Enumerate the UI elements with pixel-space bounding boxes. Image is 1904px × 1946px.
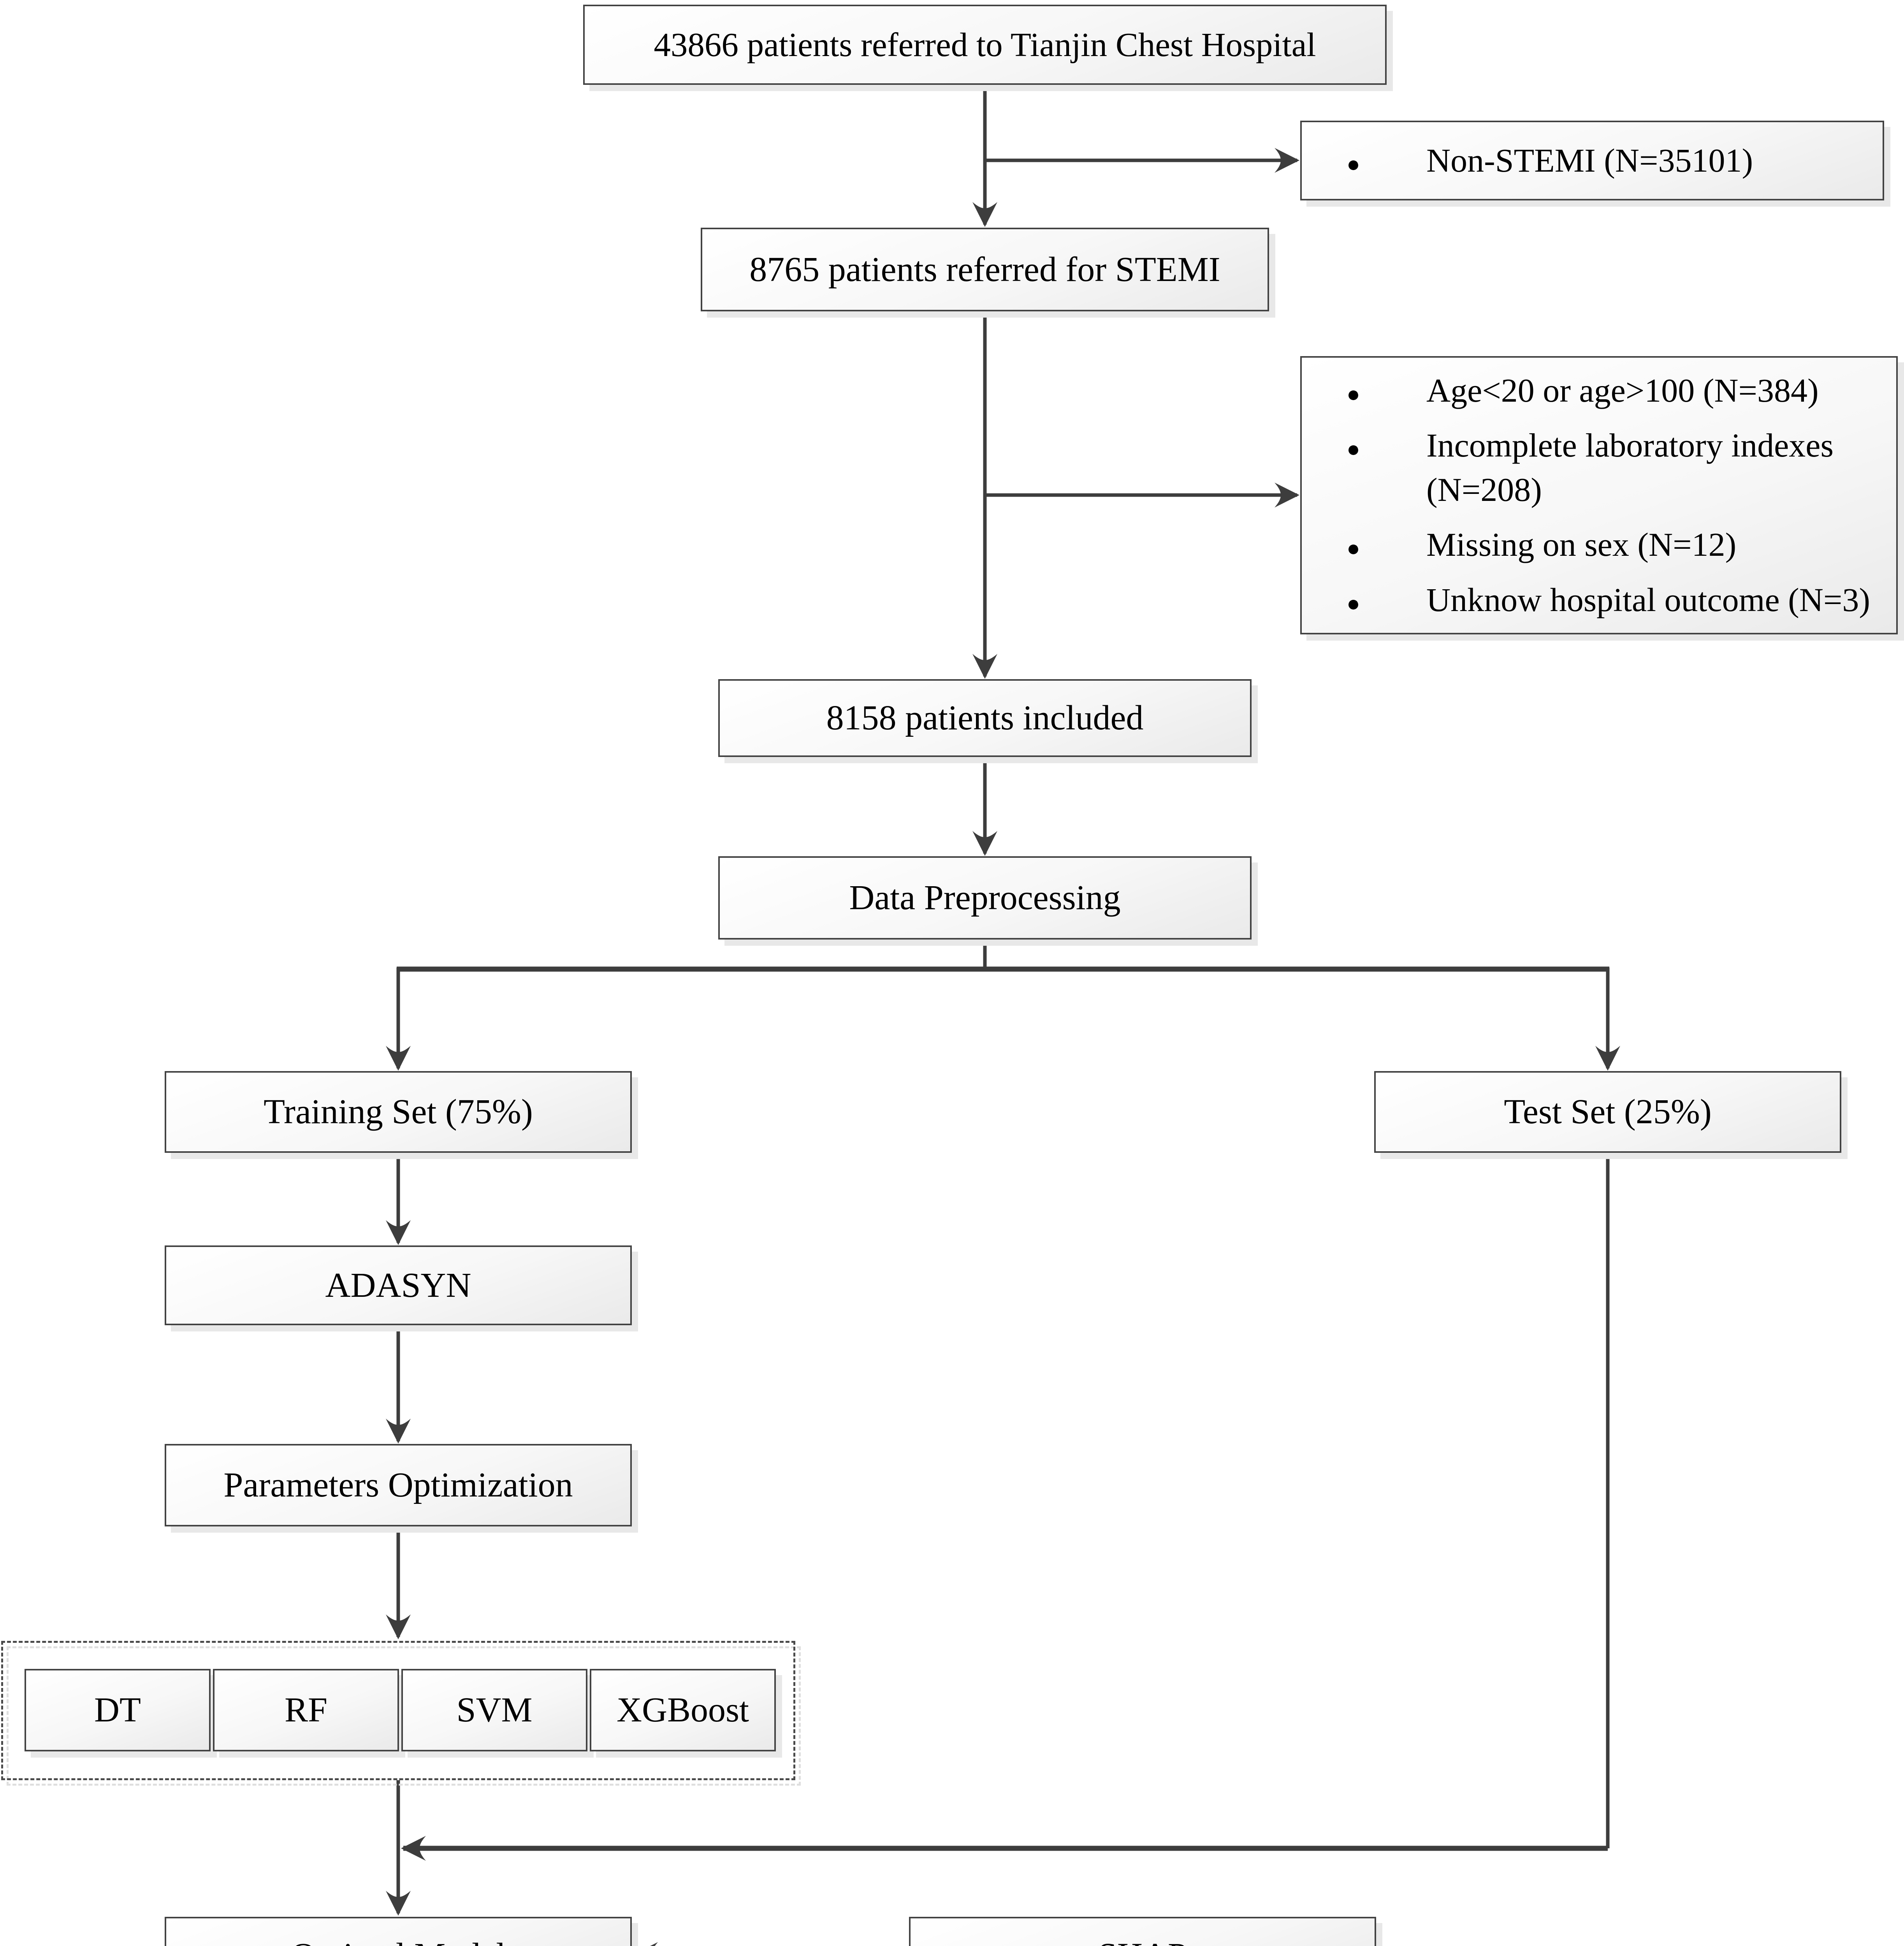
node-shap: SHAP	[909, 1917, 1376, 1946]
node-optimal-modal-label: Optimal Modal	[291, 1935, 506, 1946]
list-item-text: Missing on sex (N=12)	[1426, 526, 1737, 564]
list-item: ● Incomplete laboratory indexes (N=208)	[1347, 423, 1883, 512]
node-shap-label: SHAP	[1098, 1935, 1187, 1946]
bullet-icon: ●	[1347, 151, 1361, 177]
node-model-svm: SVM	[401, 1669, 587, 1751]
node-included: 8158 patients included	[718, 679, 1252, 757]
node-training-set: Training Set (75%)	[165, 1071, 632, 1153]
node-adasyn: ADASYN	[165, 1245, 632, 1325]
node-model-rf-label: RF	[284, 1691, 328, 1729]
edge-test-merge	[401, 1153, 1610, 1861]
list-item-text: Non-STEMI (N=35101)	[1426, 141, 1753, 179]
node-excluded: ● Age<20 or age>100 (N=384) ● Incomplete…	[1300, 356, 1898, 634]
list-item: ● Age<20 or age>100 (N=384)	[1347, 369, 1883, 413]
list-item: ● Unknow hospital outcome (N=3)	[1347, 578, 1883, 622]
node-preprocessing-label: Data Preprocessing	[849, 878, 1121, 917]
node-adasyn-label: ADASYN	[325, 1266, 471, 1305]
node-non-stemi: ● Non-STEMI (N=35101)	[1300, 121, 1884, 200]
list-item: ● Non-STEMI (N=35101)	[1347, 139, 1869, 183]
node-model-dt-label: DT	[94, 1691, 141, 1729]
bullet-icon: ●	[1347, 536, 1361, 561]
node-optimal-modal: Optimal Modal	[165, 1917, 632, 1946]
node-referred-label: 43866 patients referred to Tianjin Chest…	[654, 25, 1316, 63]
node-stemi-label: 8765 patients referred for STEMI	[749, 250, 1220, 289]
node-test-set: Test Set (25%)	[1374, 1071, 1841, 1153]
node-model-rf: RF	[213, 1669, 399, 1751]
node-parameters-optimization-label: Parameters Optimization	[223, 1466, 573, 1504]
list-item: ● Missing on sex (N=12)	[1347, 523, 1883, 567]
node-referred: 43866 patients referred to Tianjin Chest…	[583, 5, 1387, 85]
node-test-set-label: Test Set (25%)	[1504, 1092, 1712, 1131]
model-group-frame	[1, 1641, 795, 1780]
node-model-dt: DT	[25, 1669, 211, 1751]
node-stemi: 8765 patients referred for STEMI	[701, 228, 1269, 311]
node-model-xgboost-label: XGBoost	[616, 1691, 749, 1729]
node-preprocessing: Data Preprocessing	[718, 856, 1252, 940]
list-item-text: Unknow hospital outcome (N=3)	[1426, 581, 1871, 618]
bullet-icon: ●	[1347, 590, 1361, 616]
node-included-label: 8158 patients included	[826, 699, 1144, 737]
edge-preprocessing-split	[397, 940, 1609, 972]
model-group-shadow	[7, 1646, 801, 1786]
list-item-text: Incomplete laboratory indexes (N=208)	[1426, 427, 1834, 508]
node-model-xgboost: XGBoost	[590, 1669, 776, 1751]
bullet-icon: ●	[1347, 381, 1361, 407]
bullet-icon: ●	[1347, 436, 1361, 462]
node-training-set-label: Training Set (75%)	[264, 1092, 533, 1131]
node-parameters-optimization: Parameters Optimization	[165, 1444, 632, 1526]
list-item-text: Age<20 or age>100 (N=384)	[1426, 371, 1819, 409]
node-model-svm-label: SVM	[456, 1691, 533, 1729]
